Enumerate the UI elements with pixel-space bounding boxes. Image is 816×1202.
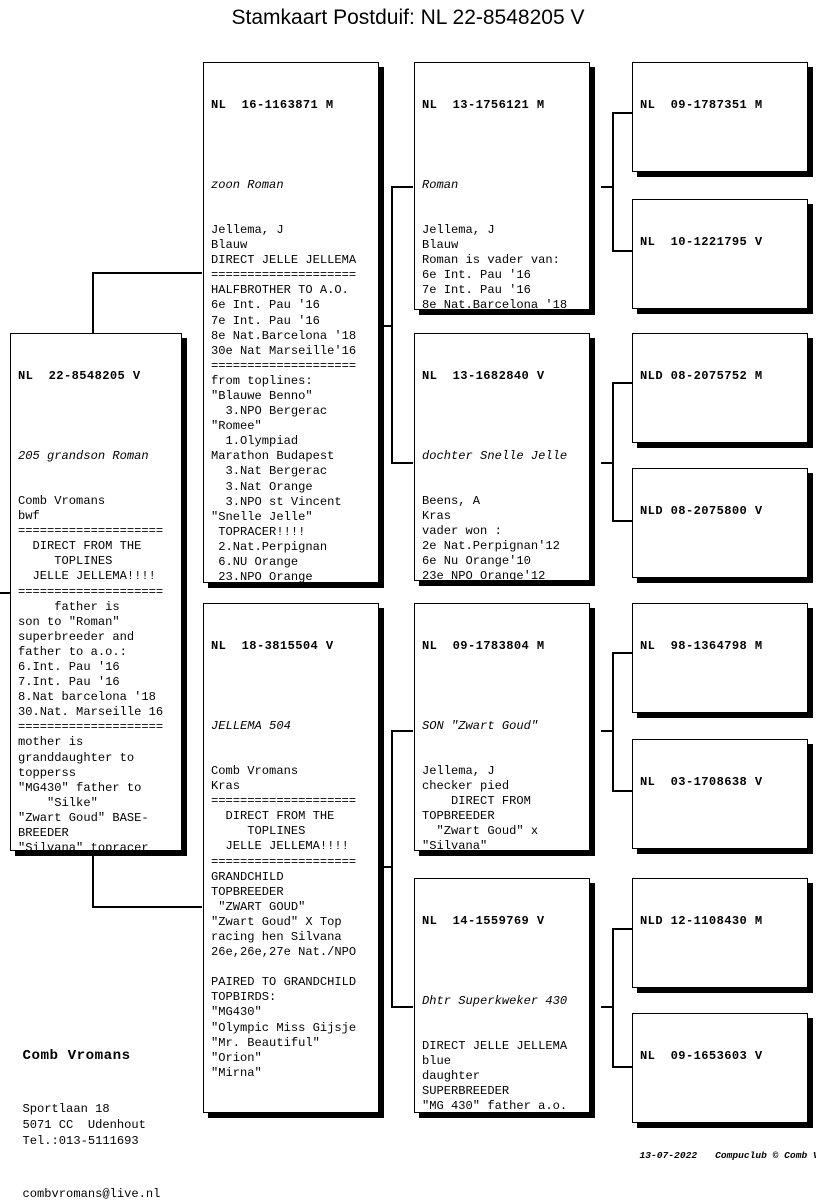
credit-block: 13-07-2022 Compuclub © Comb Vromans [628, 1139, 816, 1161]
bird-details: Jellema, J checker pied DIRECT FROM TOPB… [422, 763, 539, 851]
bird-details: Comb Vromans bwf ==================== DI… [18, 493, 164, 851]
ring-number: NL 98-1364798 M [640, 639, 763, 654]
ring-number: NLD 12-1108430 M [640, 914, 763, 929]
pedigree-box-gen3-3[interactable]: NLD 08-2075752 M " Snelle Jelle " Arjan … [632, 333, 808, 443]
bird-name: Dhtr Superkweker 430 [422, 993, 568, 1008]
connector-subject-stub [0, 592, 12, 594]
ring-number: NL 09-1787351 M [640, 98, 763, 113]
connector-father-stub [380, 325, 392, 327]
connector-mother-to-gen2-3 [391, 730, 413, 732]
connector-gen2-3-to-gen3-5 [612, 652, 634, 654]
ring-number: NL 13-1682840 V [422, 369, 545, 384]
connector-gen2-4-to-gen3-8 [612, 1066, 634, 1068]
connector-gen2-1-to-gen3-1 [612, 112, 634, 114]
bird-details: Jellema, J Blauw Roman is vader van: 6e … [422, 222, 568, 310]
pedigree-box-gen3-7[interactable]: NLD 12-1108430 M Zoon Miss Gijsje 430 Ar… [632, 878, 808, 988]
pedigree-box-gen3-8[interactable]: NL 09-1653603 V dochter Orion/Mirna Jell… [632, 1013, 808, 1123]
bird-name: Roman [422, 177, 459, 192]
connector-subject-to-father [92, 272, 202, 274]
owner-email[interactable]: combvromans@live.nl [22, 1186, 161, 1201]
owner-name: Comb Vromans [22, 1048, 131, 1065]
pedigree-box-gen3-4[interactable]: NLD 08-2075800 V " Miss Sjaan " Arjan Be… [632, 468, 808, 578]
connector-mother-to-gen2-4 [391, 1006, 413, 1008]
pedigree-box-gen3-5[interactable]: NL 98-1364798 M Zwart Goud K. Akkermans … [632, 603, 808, 713]
ring-number: NLD 08-2075800 V [640, 504, 763, 519]
pedigree-box-gen2-2[interactable]: NL 13-1682840 V dochter Snelle Jelle Bee… [414, 333, 590, 581]
connector-gen2-3-stub [601, 730, 613, 732]
ring-number: NL 18-3815504 V [211, 639, 334, 654]
owner-city: 5071 CC Udenhout [22, 1118, 146, 1133]
connector-father-to-gen2-1 [391, 186, 413, 188]
connector-gen2-1-stub [601, 186, 613, 188]
connector-mother-stub [380, 866, 392, 868]
connector-gen2-3-trunk [612, 652, 614, 790]
bird-details: DIRECT JELLE JELLEMA blue daughter SUPER… [422, 1038, 568, 1113]
ring-number: NL 14-1559769 V [422, 914, 545, 929]
ring-number: NL 16-1163871 M [211, 98, 334, 113]
connector-gen2-4-trunk [612, 928, 614, 1066]
bird-name: SON "Zwart Goud" [422, 718, 539, 733]
pedigree-box-gen2-1[interactable]: NL 13-1756121 M Roman Jellema, J Blauw R… [414, 62, 590, 310]
pedigree-box-mother[interactable]: NL 18-3815504 V JELLEMA 504 Comb Vromans… [203, 603, 379, 1113]
connector-father-to-gen2-2 [391, 462, 413, 464]
bird-name: 205 grandson Roman [18, 448, 149, 463]
owner-phone: Tel.:013-5111693 [22, 1134, 139, 1149]
pedigree-box-gen3-1[interactable]: NL 09-1787351 M Blauwe Benno Kastelein/J… [632, 62, 808, 172]
pedigree-box-gen2-3[interactable]: NL 09-1783804 M SON "Zwart Goud" Jellema… [414, 603, 590, 851]
ring-number: NL 10-1221795 V [640, 235, 763, 250]
connector-gen2-1-to-gen3-2 [612, 250, 634, 252]
bird-name: dochter Snelle Jelle [422, 448, 568, 463]
ring-number: NL 09-1653603 V [640, 1049, 763, 1064]
bird-name: JELLEMA 504 [211, 718, 291, 733]
connector-gen2-2-stub [601, 462, 613, 464]
connector-gen2-4-to-gen3-7 [612, 928, 634, 930]
bird-name: zoon Roman [211, 177, 284, 192]
ring-number: NL 13-1756121 M [422, 98, 545, 113]
connector-gen2-2-to-gen3-3 [612, 382, 634, 384]
connector-gen2-1-trunk [612, 112, 614, 250]
owner-block: Comb Vromans Sportlaan 18 5071 CC Udenho… [8, 1032, 161, 1202]
pedigree-box-gen3-6[interactable]: NL 03-1708638 V Silvana Jellema, J. chec… [632, 739, 808, 849]
bird-details: Jellema, J Blauw DIRECT JELLE JELLEMA ==… [211, 222, 357, 583]
pedigree-box-gen2-4[interactable]: NL 14-1559769 V Dhtr Superkweker 430 DIR… [414, 878, 590, 1113]
credit-text: Compuclub © Comb Vromans [715, 1150, 816, 1161]
owner-street: Sportlaan 18 [22, 1101, 110, 1116]
connector-gen2-2-trunk [612, 382, 614, 520]
pedigree-box-subject[interactable]: NL 22-8548205 V 205 grandson Roman Comb … [10, 333, 182, 851]
connector-subject-to-mother [92, 906, 202, 908]
connector-mother-trunk [391, 730, 393, 1006]
bird-details: Comb Vromans Kras ==================== D… [211, 763, 357, 1080]
ring-number: NL 09-1783804 M [422, 639, 545, 654]
connector-gen2-2-to-gen3-4 [612, 520, 634, 522]
ring-number: NL 22-8548205 V [18, 369, 141, 384]
page-title: Stamkaart Postduif: NL 22-8548205 V [231, 6, 585, 29]
ring-number: NLD 08-2075752 M [640, 369, 763, 384]
connector-gen2-3-to-gen3-6 [612, 790, 634, 792]
connector-father-trunk [391, 186, 393, 462]
pedigree-box-gen3-2[interactable]: NL 10-1221795 V Romee Jellema, J checker… [632, 199, 808, 309]
credit-date: 13-07-2022 [639, 1150, 698, 1161]
pedigree-box-father[interactable]: NL 16-1163871 M zoon Roman Jellema, J Bl… [203, 62, 379, 583]
ring-number: NL 03-1708638 V [640, 775, 763, 790]
bird-details: Beens, A Kras vader won : 2e Nat.Perpign… [422, 493, 560, 581]
connector-gen2-4-stub [601, 1006, 613, 1008]
